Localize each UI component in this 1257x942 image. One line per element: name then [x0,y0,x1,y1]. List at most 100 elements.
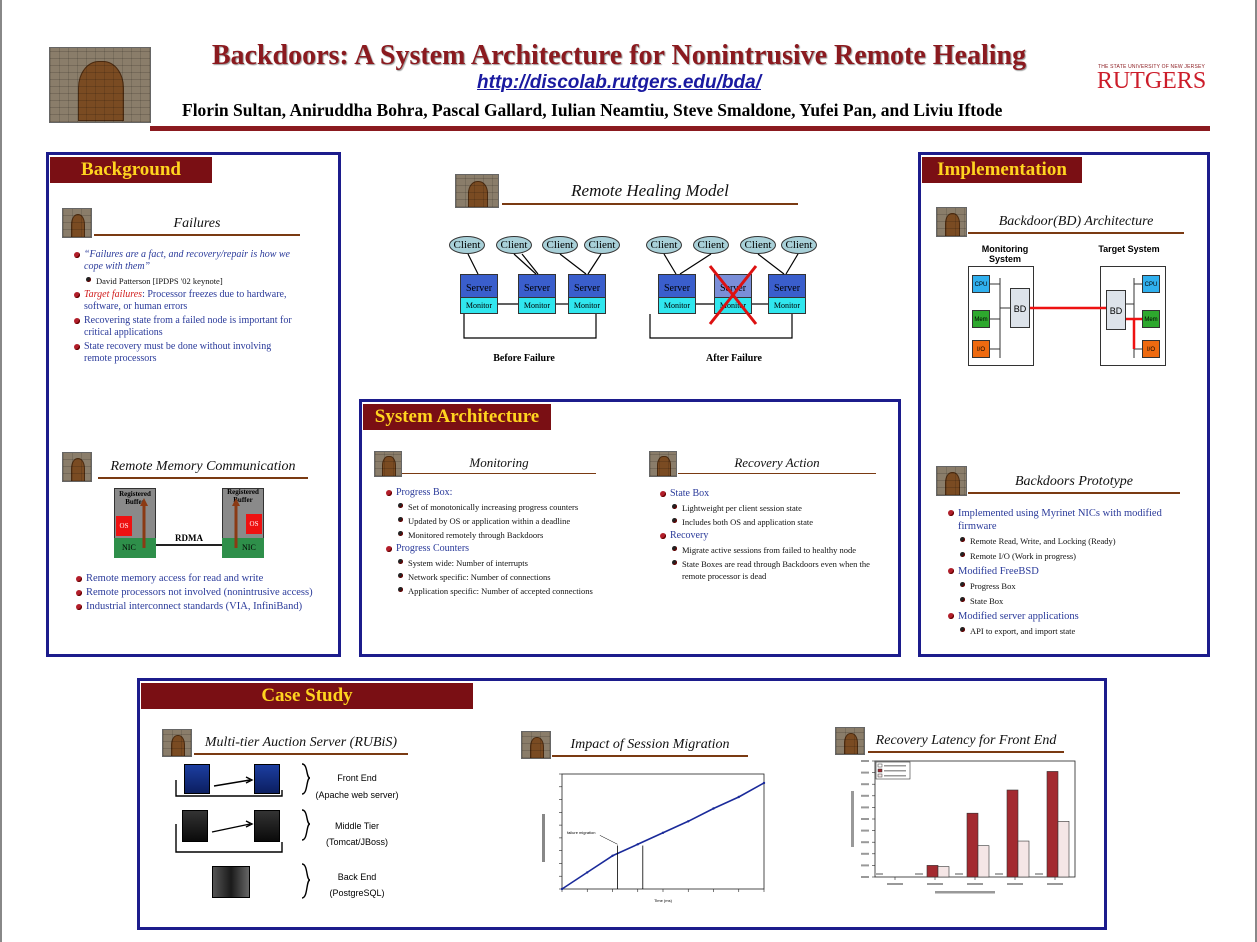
mem-right: Mem [1142,310,1160,328]
bar [937,866,950,878]
middle-tier-sublabel: (Tomcat/JBoss) [325,837,388,847]
y-tick-label [861,818,869,820]
series-line [637,832,664,846]
failures-quote: “Failures are a fact, and recovery/repai… [74,249,300,273]
model-door-icon [455,174,499,208]
prototype-subitem: Progress Box [960,580,1184,593]
io-right: I/O [1142,340,1160,358]
latency-door-icon [835,727,865,755]
progress-counters: Progress Counters [386,543,616,555]
rmc-title: Remote Memory Communication [98,459,308,479]
series-line [687,807,714,822]
data-point [636,843,639,846]
legend [875,761,911,780]
data-point [611,854,614,857]
x-category-label [915,873,923,875]
state-box-item: Lightweight per client session state [672,502,880,514]
legend-label [884,775,906,777]
y-tick-label [861,794,869,797]
rmc-list: Remote memory access for read and write … [76,573,324,615]
client-node: Client [646,236,682,254]
y-tick-label [861,760,869,762]
x-axis-label [935,891,995,894]
prototype-subitem: API to export, and import state [960,625,1184,638]
y-tick-label [861,783,869,786]
client-node: Client [496,236,532,254]
prototype-item: Implemented using Myrinet NICs with modi… [948,507,1184,533]
registered-buffer-right: Registered Buffer [227,488,259,504]
after-failure-links [649,253,799,339]
monitoring-list: Progress Box: Set of monotonically incre… [386,487,616,599]
client-node: Client [693,236,729,254]
progress-counter-item: Network specific: Number of connections [398,571,616,583]
bar [1017,840,1030,878]
cpu-right: CPU [1142,275,1160,293]
client-node: Client [584,236,620,254]
before-failure-label: Before Failure [493,353,555,364]
rmc-item: Industrial interconnect standards (VIA, … [76,601,324,613]
poster-url[interactable]: http://discolab.rutgers.edu/bda/ [477,72,761,93]
series-line [561,871,588,890]
bd-right: BD [1106,290,1126,330]
series-line [738,782,765,798]
x-tick-label [927,883,943,885]
case-study-header: Case Study [141,683,473,709]
prototype-item: Modified FreeBSD [948,565,1184,578]
registered-buffer-left: Registered Buffer [119,490,151,506]
bar [966,812,979,878]
x-tick-label [1007,883,1023,885]
recovery-title: Recovery Action [678,455,876,474]
client-node: Client [542,236,578,254]
header-door-icon [49,47,151,123]
progress-counter-item: System wide: Number of interrupts [398,557,616,569]
data-point [560,887,564,891]
legend-label [884,770,906,772]
latency-chart [851,760,1076,894]
x-category-label [955,873,963,875]
y-tick-label [861,771,869,774]
bd-arch-links [990,278,1142,358]
prototype-subitem: Remote Read, Write, and Locking (Ready) [960,535,1184,548]
back-end-sublabel: (PostgreSQL) [329,888,385,898]
failures-door-icon [62,208,92,238]
data-point [661,831,665,834]
os-right: OS [246,514,262,534]
before-failure-links [463,253,602,339]
y-tick-label [861,864,869,867]
recovery: Recovery [660,530,880,542]
data-point [762,781,766,785]
header-rule [150,126,1210,131]
migration-title: Impact of Session Migration [552,737,748,757]
rdma-diagram: Registered Buffer OS NIC Registered Buff… [114,488,266,560]
front-server-icon [184,764,210,794]
client-node: Client [449,236,485,254]
client-node: Client [740,236,776,254]
rutgers-logo-top: THE STATE UNIVERSITY OF NEW JERSEY [1097,64,1206,70]
monitoring-system-box [968,266,1034,366]
front-server-icon [254,764,280,794]
bar [926,865,939,878]
middle-tier-label: Middle Tier [334,821,379,831]
target-system-label: Target System [1098,244,1160,254]
sysarch-panel [359,399,901,657]
series-line [713,796,740,810]
prototype-title: Backdoors Prototype [968,474,1180,494]
legend-swatch [877,768,883,773]
failures-attribution: David Patterson [IPDPS '02 keynote] [86,275,300,287]
annotation-pointer [599,835,618,845]
implementation-header: Implementation [922,157,1082,183]
recovery-item: Migrate active sessions from failed to h… [672,544,880,556]
back-end-label: Back End [337,872,377,882]
rdma-link [156,544,222,546]
plot-frame [561,773,765,890]
background-panel [46,152,341,657]
model-title: Remote Healing Model [502,181,798,205]
bd-arch-door-icon [936,207,967,237]
